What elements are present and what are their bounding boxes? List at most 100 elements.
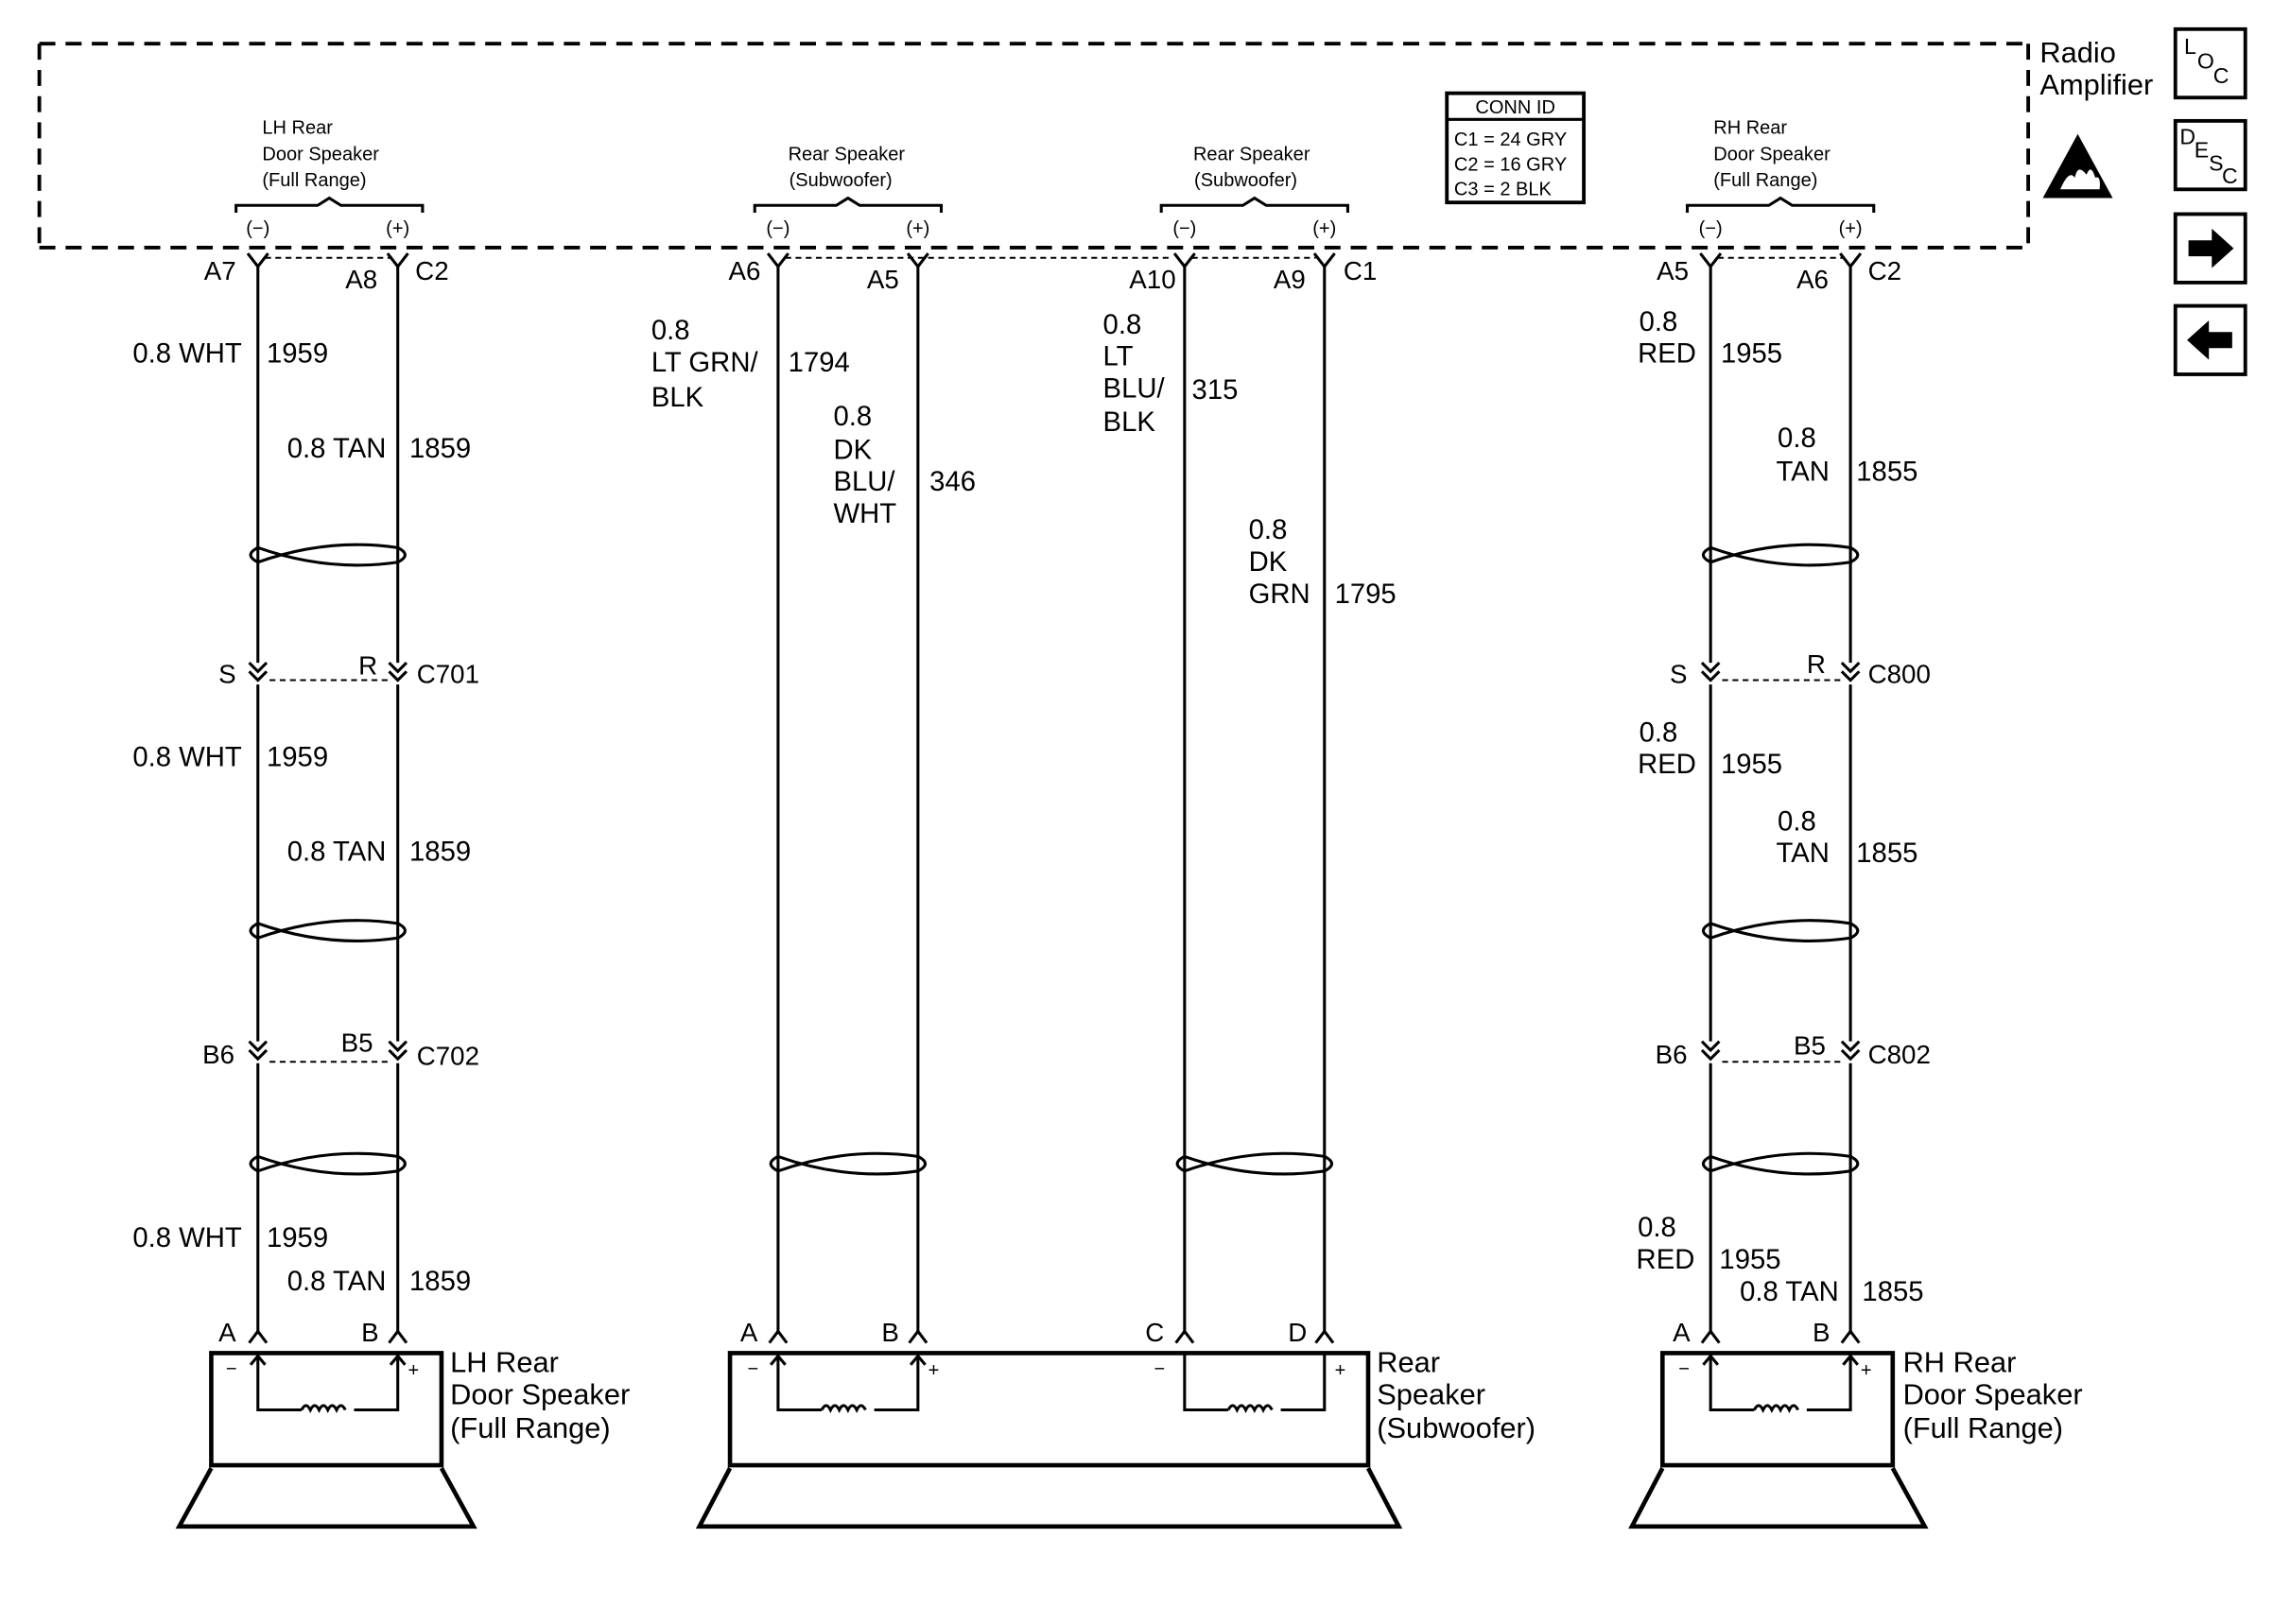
svg-text:E: E bbox=[2195, 137, 2209, 162]
svg-text:(−): (−) bbox=[1172, 218, 1196, 239]
speaker-label: Door Speaker bbox=[1903, 1377, 2083, 1410]
wire-lines bbox=[256, 266, 1852, 1335]
connector-id: C702 bbox=[417, 1041, 479, 1070]
inline-connector-c802: B6 B5 C802 bbox=[1656, 1031, 1931, 1069]
svg-text:BLU/: BLU/ bbox=[1103, 374, 1166, 405]
speaker-label: (Full Range) bbox=[1903, 1411, 2063, 1444]
svg-text:0.8 WHT: 0.8 WHT bbox=[132, 339, 242, 370]
terminal-mark: + bbox=[1335, 1360, 1346, 1381]
wire-label-lh-pos: 0.8 TAN 1859 bbox=[287, 838, 471, 868]
pin-label: B bbox=[881, 1318, 899, 1347]
svg-text:L: L bbox=[2184, 34, 2196, 59]
wire-label-rh-neg: 0.8 RED 1955 bbox=[1638, 307, 1782, 370]
svg-text:0.8 WHT: 0.8 WHT bbox=[132, 1223, 242, 1253]
radio-amplifier-module: Radio Amplifier bbox=[37, 36, 2153, 250]
wire-label-sub2-neg: 0.8 LT BLU/ BLK 315 bbox=[1103, 310, 1239, 438]
connector-id: C2 bbox=[1868, 256, 1901, 285]
svg-text:(Subwoofer): (Subwoofer) bbox=[1194, 170, 1297, 191]
speaker-label: Speaker bbox=[1377, 1377, 1485, 1410]
svg-text:(Full Range): (Full Range) bbox=[1713, 170, 1817, 191]
svg-text:315: 315 bbox=[1192, 375, 1239, 406]
inline-connector-c701: S R C701 bbox=[218, 650, 479, 688]
svg-text:S: S bbox=[2209, 150, 2223, 175]
svg-text:0.8: 0.8 bbox=[1638, 1213, 1676, 1243]
connector-id: C1 bbox=[1344, 256, 1377, 285]
location-button[interactable]: L O C bbox=[2173, 26, 2247, 100]
lh-rear-door-speaker: − + LH Rear Door Speaker (Full Range) bbox=[175, 1345, 630, 1529]
pin-label: B6 bbox=[202, 1040, 234, 1069]
wire-label-lh-neg: 0.8 WHT 1959 bbox=[132, 339, 328, 370]
svg-text:Rear Speaker: Rear Speaker bbox=[789, 144, 906, 164]
svg-text:RED: RED bbox=[1637, 1245, 1695, 1275]
svg-text:RH Rear: RH Rear bbox=[1713, 118, 1787, 139]
conn-id-title: CONN ID bbox=[1475, 97, 1555, 118]
svg-text:LT GRN/: LT GRN/ bbox=[651, 348, 759, 378]
svg-text:BLU/: BLU/ bbox=[833, 467, 895, 497]
rh-module-label: RH Rear Door Speaker (Full Range) (−) (+… bbox=[1685, 118, 1876, 239]
svg-text:C: C bbox=[2222, 164, 2238, 188]
pin-label: R bbox=[358, 650, 377, 680]
wire-label-sub1-pos: 0.8 DK BLU/ WHT 346 bbox=[833, 402, 976, 529]
wire-label-sub2-pos: 0.8 DK GRN 1795 bbox=[1249, 515, 1397, 610]
lh-module-label: LH Rear Door Speaker (Full Range) (−) (+… bbox=[234, 118, 425, 239]
svg-text:0.8: 0.8 bbox=[1640, 307, 1678, 337]
pin-label: C bbox=[1145, 1318, 1164, 1347]
svg-text:DK: DK bbox=[833, 435, 872, 465]
svg-text:346: 346 bbox=[929, 467, 976, 497]
wire-label-rh-pos: 0.8 TAN 1855 bbox=[1740, 1277, 1923, 1307]
svg-text:(+): (+) bbox=[386, 218, 409, 239]
speaker-label: RH Rear bbox=[1903, 1345, 2017, 1378]
svg-text:(−): (−) bbox=[246, 218, 269, 239]
back-button[interactable]: ← bbox=[0, 0, 2247, 376]
svg-text:0.8: 0.8 bbox=[1778, 423, 1816, 454]
svg-text:GRN: GRN bbox=[1249, 579, 1310, 610]
pin-label: A5 bbox=[1657, 256, 1689, 285]
svg-text:1794: 1794 bbox=[789, 348, 850, 378]
terminal-mark: − bbox=[748, 1359, 759, 1380]
module-name: Radio bbox=[2039, 36, 2115, 69]
inline-connector-c702: B6 B5 C702 bbox=[202, 1028, 479, 1070]
description-button[interactable]: D E S C bbox=[2173, 118, 2247, 192]
speaker-label: (Subwoofer) bbox=[1377, 1411, 1536, 1444]
wire-label-sub1-neg: 0.8 LT GRN/ BLK 1794 bbox=[651, 316, 850, 413]
pin-label: A7 bbox=[204, 256, 236, 285]
twisted-pair bbox=[1701, 1151, 1860, 1176]
svg-text:0.8: 0.8 bbox=[833, 402, 872, 432]
svg-text:0.8 TAN: 0.8 TAN bbox=[287, 434, 387, 464]
svg-text:DK: DK bbox=[1249, 547, 1288, 578]
top-pin-terminals bbox=[246, 252, 1863, 269]
pin-label: A10 bbox=[1129, 265, 1175, 294]
pin-label: D bbox=[1288, 1318, 1307, 1347]
pin-label: A5 bbox=[867, 265, 899, 294]
pin-label: S bbox=[218, 660, 236, 689]
svg-text:1959: 1959 bbox=[267, 339, 328, 370]
svg-text:RED: RED bbox=[1638, 750, 1696, 780]
conn-id-box: CONN ID C1 = 24 GRY C2 = 16 GRY C3 = 2 B… bbox=[1445, 91, 1587, 205]
connector-id: C802 bbox=[1868, 1040, 1931, 1069]
pin-label: B bbox=[1813, 1318, 1831, 1347]
terminal-mark: − bbox=[1678, 1359, 1690, 1380]
connector-id: C701 bbox=[417, 660, 479, 689]
twisted-pair bbox=[769, 1151, 928, 1176]
pin-label: A bbox=[740, 1318, 758, 1347]
pin-label: A bbox=[1673, 1318, 1691, 1347]
twisted-pair bbox=[249, 1151, 407, 1176]
arrow-right-icon bbox=[2188, 228, 2234, 268]
pin-label: A bbox=[218, 1318, 236, 1347]
svg-text:1795: 1795 bbox=[1335, 579, 1397, 610]
terminal-mark: + bbox=[928, 1360, 940, 1381]
terminal-mark: + bbox=[408, 1360, 419, 1381]
wire-label-lh-neg: 0.8 WHT 1959 bbox=[132, 742, 328, 772]
pin-label: A6 bbox=[1796, 265, 1829, 294]
svg-text:O: O bbox=[2197, 48, 2214, 73]
svg-text:0.8 TAN: 0.8 TAN bbox=[287, 838, 387, 868]
svg-text:(Full Range): (Full Range) bbox=[262, 170, 366, 191]
svg-text:1855: 1855 bbox=[1856, 457, 1917, 487]
bottom-connector-pins: A B A B C D A B bbox=[218, 1318, 1861, 1347]
speaker-label: (Full Range) bbox=[450, 1411, 610, 1444]
wire-label-rh-pos: 0.8 TAN 1855 bbox=[1777, 806, 1918, 869]
svg-text:(+): (+) bbox=[906, 218, 929, 239]
svg-text:Door Speaker: Door Speaker bbox=[262, 144, 379, 164]
svg-text:(−): (−) bbox=[1699, 218, 1723, 239]
forward-button[interactable]: → bbox=[0, 0, 2247, 285]
